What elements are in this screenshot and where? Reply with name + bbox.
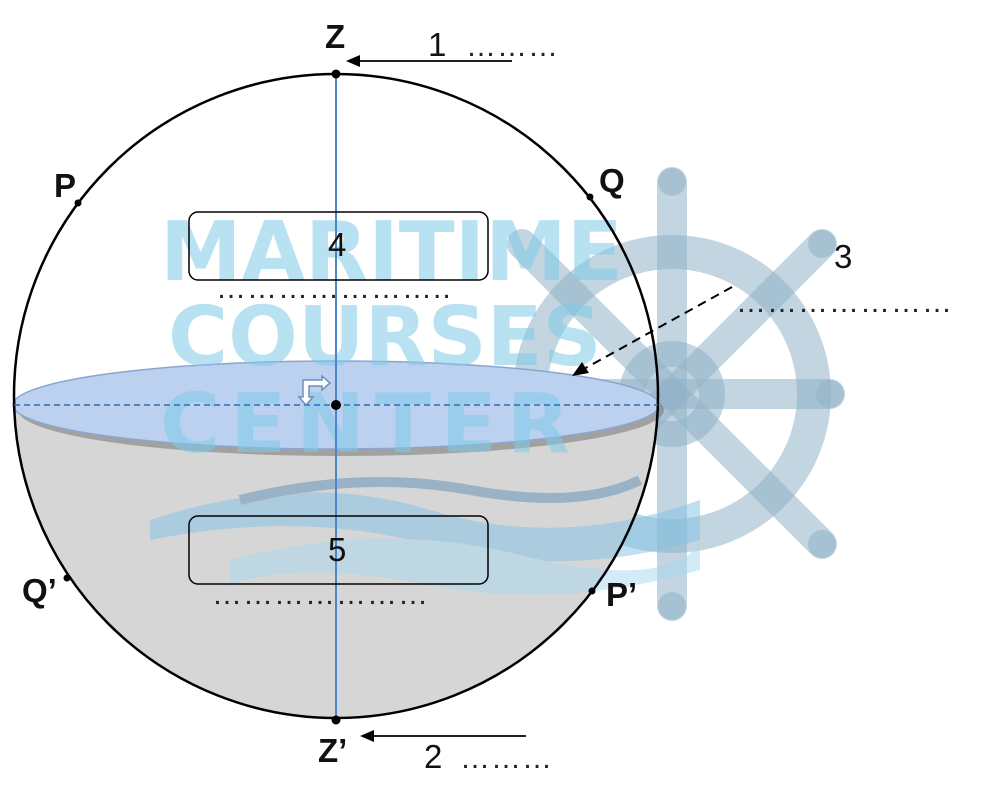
label-q: Q [599,162,625,199]
sphere-points [63,69,596,725]
label-nadir: Z’ [318,732,347,769]
waves-watermark [150,475,700,595]
callout-3-number: 3 [834,238,852,275]
callout-4-blank: ………………….. [216,272,452,305]
point-p-prime [588,587,596,595]
label-p: P [54,167,76,204]
arrow-3 [581,286,733,371]
svg-text:MARITIME: MARITIME [160,205,623,300]
arrowhead-1 [346,55,360,67]
label-box-4 [188,211,489,281]
point-q [586,193,594,201]
label-zenith: Z [325,18,345,55]
callout-5-number: 5 [328,531,346,568]
callout-2-number: 2 [424,738,442,775]
point-zenith [331,69,341,79]
callout-2-blank: ……… [460,742,553,775]
label-box-5 [188,515,489,585]
observer-icon [297,374,332,407]
arrowhead-3 [572,362,589,376]
point-q-prime [63,574,71,582]
svg-text:CENTER: CENTER [160,377,580,472]
svg-text:COURSES: COURSES [168,290,602,385]
callout-3-blank: ………………… [736,286,953,319]
arrowhead-2 [360,730,374,742]
callout-5-blank: ………………… [212,578,429,611]
watermark-text: MARITIME COURSES CENTER [160,205,623,472]
callout-1-number: 1 [428,26,446,63]
callout-1-blank: ……… [466,30,559,63]
point-centre [331,400,341,410]
point-p [74,199,82,207]
label-p-prime: P’ [606,576,637,613]
label-q-prime: Q’ [22,572,57,609]
point-nadir [331,715,341,725]
callout-4-number: 4 [328,226,346,263]
